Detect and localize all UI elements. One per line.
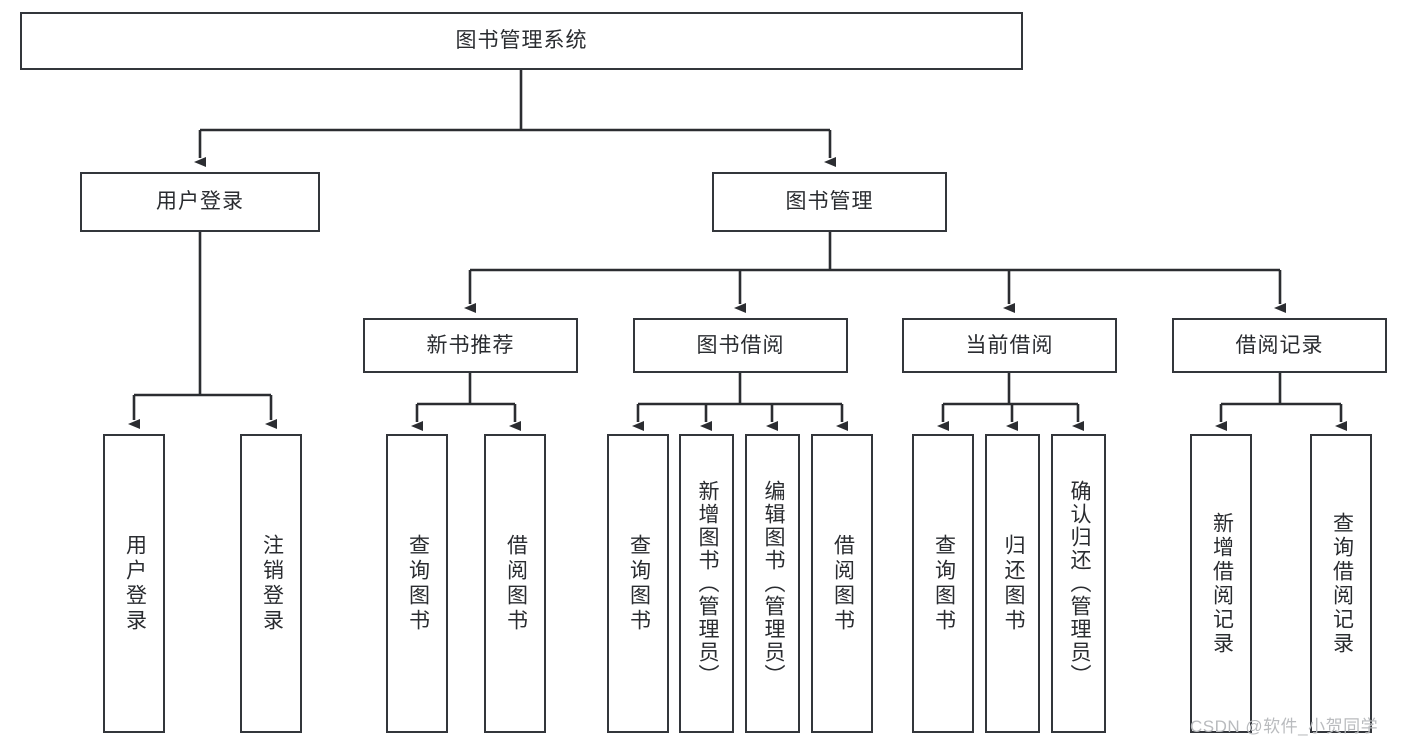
node-current-borrow[interactable]: 当前借阅 [902,318,1117,373]
node-root-label: 图书管理系统 [455,29,588,53]
node-leaf-query-book-borrow[interactable]: 查询图书 [607,434,669,733]
node-leaf-add-book[interactable]: 新增图书（管理员） [679,434,734,733]
node-leaf-edit-book-label: 编辑图书（管理员） [761,480,785,687]
node-book-borrow[interactable]: 图书借阅 [633,318,848,373]
node-leaf-query-book-rec-label: 查询图书 [406,533,430,634]
node-current-borrow-label: 当前借阅 [965,333,1054,357]
node-leaf-add-book-label: 新增图书（管理员） [695,480,719,687]
node-leaf-user-logout[interactable]: 注销登录 [240,434,302,733]
node-borrow-record-label: 借阅记录 [1235,333,1324,357]
node-leaf-user-login-label: 用户登录 [123,533,147,634]
node-leaf-user-login[interactable]: 用户登录 [103,434,165,733]
csdn-watermark: CSDN @软件_小贺同学 [1190,717,1379,736]
node-borrow-record[interactable]: 借阅记录 [1172,318,1387,373]
node-leaf-add-borrow-record[interactable]: 新增借阅记录 [1190,434,1252,733]
node-book-manage[interactable]: 图书管理 [712,172,947,232]
node-leaf-query-book-current-label: 查询图书 [932,533,956,634]
node-leaf-confirm-return-label: 确认归还（管理员） [1067,480,1091,687]
node-leaf-query-book-current[interactable]: 查询图书 [912,434,974,733]
node-leaf-edit-book[interactable]: 编辑图书（管理员） [745,434,800,733]
node-book-manage-label: 图书管理 [785,190,874,214]
node-leaf-return-book[interactable]: 归还图书 [985,434,1040,733]
node-leaf-user-logout-label: 注销登录 [260,533,284,634]
node-leaf-add-borrow-record-label: 新增借阅记录 [1210,511,1234,656]
node-leaf-borrow-book-label: 借阅图书 [831,533,855,634]
node-book-borrow-label: 图书借阅 [696,333,785,357]
node-leaf-borrow-book-rec[interactable]: 借阅图书 [484,434,546,733]
node-leaf-query-book-rec[interactable]: 查询图书 [386,434,448,733]
node-leaf-borrow-book[interactable]: 借阅图书 [811,434,873,733]
node-root[interactable]: 图书管理系统 [20,12,1023,70]
node-leaf-query-book-borrow-label: 查询图书 [627,533,651,634]
node-leaf-query-borrow-record[interactable]: 查询借阅记录 [1310,434,1372,733]
node-leaf-confirm-return[interactable]: 确认归还（管理员） [1051,434,1106,733]
node-leaf-return-book-label: 归还图书 [1001,533,1025,634]
node-leaf-borrow-book-rec-label: 借阅图书 [504,533,528,634]
node-new-book-recommend[interactable]: 新书推荐 [363,318,578,373]
node-leaf-query-borrow-record-label: 查询借阅记录 [1330,511,1354,656]
node-user-login[interactable]: 用户登录 [80,172,320,232]
node-new-book-recommend-label: 新书推荐 [426,333,515,357]
node-user-login-label: 用户登录 [156,190,244,214]
